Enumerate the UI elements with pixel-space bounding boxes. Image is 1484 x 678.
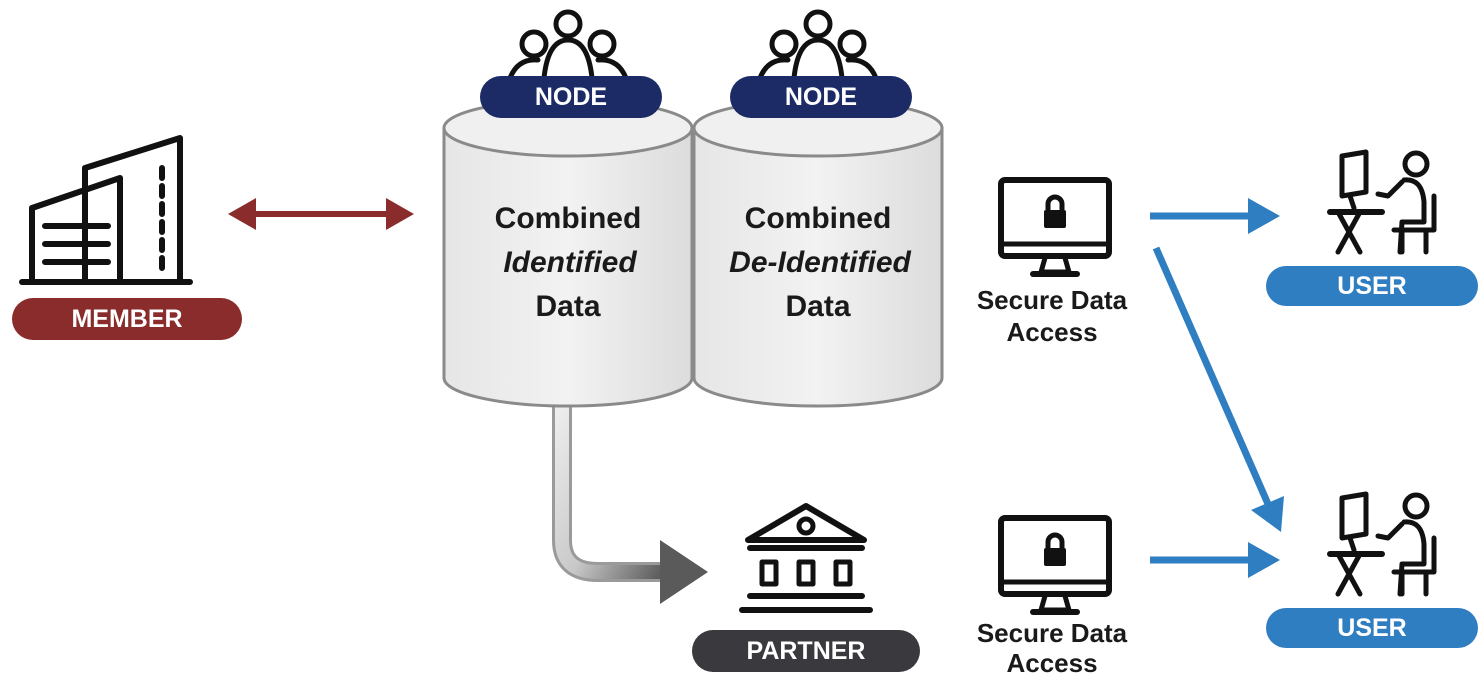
- user-label: USER: [1337, 614, 1406, 642]
- user-bottom-group: USER: [1266, 491, 1478, 648]
- bank-icon: [739, 503, 873, 613]
- identified-line2: Identified: [503, 246, 637, 279]
- secure-access-line1: Secure Data: [977, 618, 1128, 648]
- member-label: MEMBER: [71, 305, 182, 333]
- secure-access-line2: Access: [1006, 317, 1097, 347]
- locked-monitor-icon: [998, 515, 1112, 615]
- person-at-computer-icon: [1327, 491, 1437, 597]
- access-arrow-top: [1150, 198, 1280, 234]
- member-pill: [12, 298, 242, 340]
- user-top-group: USER: [1266, 149, 1478, 306]
- node-badge-deidentified: NODE: [730, 76, 912, 118]
- secure-access-bottom: Secure Data Access: [977, 515, 1128, 678]
- deidentified-line3: Data: [785, 290, 850, 323]
- partner-group: PARTNER: [692, 503, 920, 672]
- access-arrow-diagonal: [1152, 246, 1284, 532]
- secure-access-top: Secure Data Access: [977, 177, 1128, 347]
- office-building-icon: [19, 135, 193, 285]
- access-arrow-bottom: [1150, 542, 1280, 578]
- partner-label: PARTNER: [747, 637, 866, 665]
- node-badge-identified: NODE: [480, 76, 662, 118]
- user-label: USER: [1337, 272, 1406, 300]
- identified-line3: Data: [535, 290, 600, 323]
- secure-access-line1: Secure Data: [977, 285, 1128, 315]
- people-group-icon: [507, 9, 629, 81]
- identified-line1: Combined: [495, 202, 642, 235]
- deidentified-line2: De-Identified: [729, 246, 911, 279]
- partner-pill: [692, 630, 920, 672]
- node-badge-label: NODE: [785, 83, 857, 111]
- partner-flow-arrow: [552, 362, 708, 604]
- node-badge-label: NODE: [535, 83, 607, 111]
- person-at-computer-icon: [1327, 149, 1437, 255]
- user-pill: [1266, 608, 1478, 648]
- member-link-arrow: [228, 198, 414, 230]
- deidentified-line1: Combined: [745, 202, 892, 235]
- people-group-icon: [757, 9, 879, 81]
- member-group: MEMBER: [12, 135, 242, 340]
- user-pill: [1266, 266, 1478, 306]
- locked-monitor-icon: [998, 177, 1112, 277]
- secure-access-line2: Access: [1006, 648, 1097, 678]
